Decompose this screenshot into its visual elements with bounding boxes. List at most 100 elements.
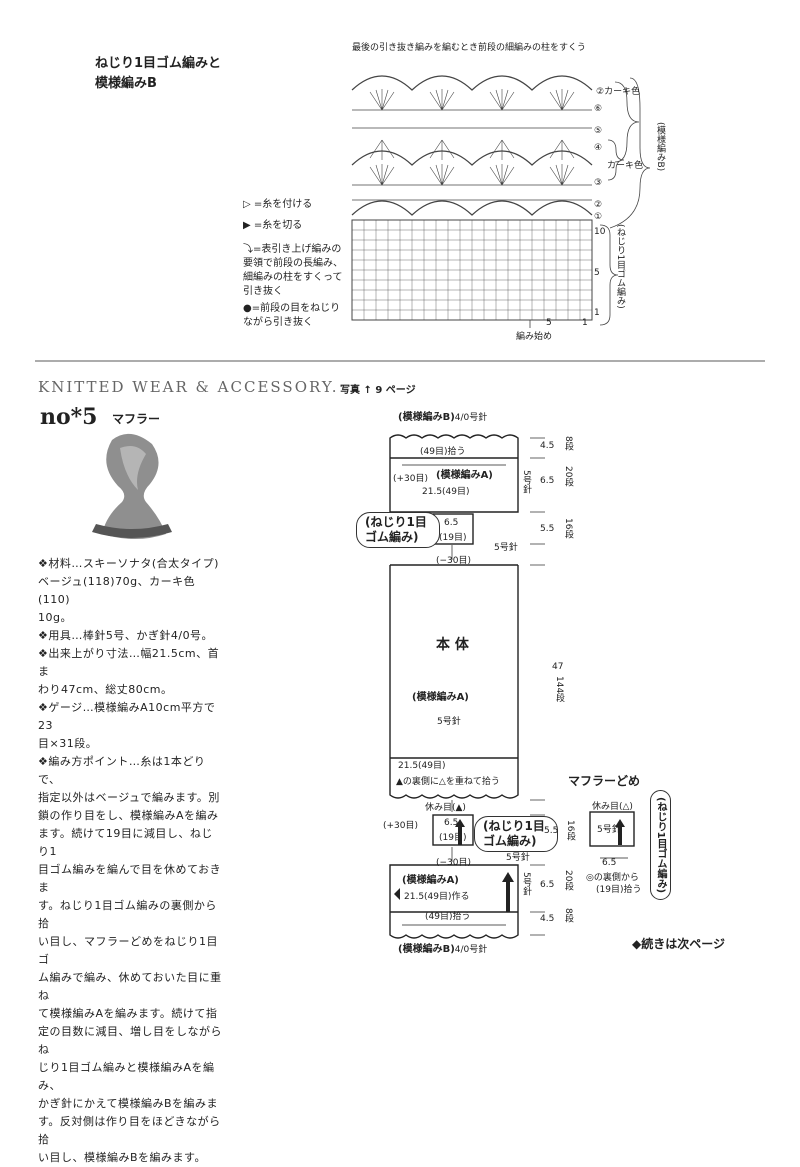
instr-line: す。ねじり1目ゴム編みの裏側から拾 (38, 899, 217, 930)
dot-icon: ● (243, 303, 252, 314)
plus-30-top: (+30目) (393, 474, 429, 484)
w65-top: 6.5 (444, 518, 459, 528)
dim-45-top: 4.5 (540, 441, 555, 451)
minus-30-top: (−30目) (436, 556, 472, 566)
w65-bottom: 6.5 (444, 818, 459, 828)
row-num-6: ⑥ (594, 104, 603, 114)
width-top: 21.5(49目) (422, 487, 470, 497)
photo-reference: 写真 ↑ 9 ページ (340, 385, 416, 396)
khaki-color-label-2: カーキ色 (607, 161, 644, 171)
pattern-b-vertical-label: (模様編みB) (655, 122, 665, 172)
dim-45-bottom: 4.5 (540, 914, 555, 924)
dim-47: 47 (552, 662, 564, 672)
chart-title-line1: ねじり1目ゴム編みと (95, 56, 222, 71)
attach-yarn-icon: ▷ (243, 199, 251, 210)
legend-front-post-text: =表引き上げ編みの要領で前段の長編み、細編みの柱をすくって引き抜く (243, 244, 343, 297)
instr-line: 鎖の作り目をし、模様編みAを編み (38, 809, 219, 822)
pattern-a-bottom: (模様編みA) (402, 875, 459, 886)
instr-line: 目×31段。 (38, 737, 98, 750)
needle-rib-bottom: 5号針 (506, 853, 530, 863)
instr-line: い目し、マフラーどめをねじり1目ゴ (38, 935, 218, 966)
dim-144-rows: 144段 (554, 676, 564, 703)
legend-cut-text: =糸を切る (253, 220, 303, 231)
row-num-4: ④ (594, 143, 603, 153)
overlap-note: ▲の裏側に△を重ねて拾う (396, 777, 500, 787)
body-pattern: (模様編みA) (412, 692, 469, 703)
pattern-a-top: (模様編みA) (436, 470, 493, 481)
dim-55-top: 5.5 (540, 524, 555, 534)
body-needle: 5号針 (437, 717, 461, 727)
instr-line: わり47cm、総丈80cm。 (38, 683, 173, 696)
dim-55-bottom: 5.5 (544, 826, 559, 836)
needle-rib-top: 5号針 (494, 543, 518, 553)
instr-line: ム編みで編み、休めておいた目に重ね (38, 971, 222, 1002)
instr-line: ベージュ(118)70g、カーキ色(110) (38, 575, 196, 606)
needle-top: 5号針 (521, 470, 531, 494)
pick-19: (19目)拾う (596, 885, 642, 895)
start-label: 編み始め (516, 332, 553, 342)
dim-65-top: 6.5 (540, 476, 555, 486)
instr-line: ❖材料…スキーソナタ(合太タイプ) (38, 557, 219, 570)
brand-header: KNITTED WEAR & ACCESSORY. (38, 378, 339, 396)
row-num-5: ⑤ (594, 126, 603, 136)
minus-30-bottom: (−30目) (436, 858, 472, 868)
scarf-photo (92, 433, 172, 539)
stopper-title: マフラーどめ (568, 774, 641, 788)
legend-attach-yarn: ▷ =糸を付ける (243, 195, 312, 210)
khaki-color-label-1: ②カーキ色 (596, 87, 641, 97)
pick-49: (49目)拾う (420, 447, 466, 457)
row-num-1: ① (594, 212, 603, 222)
chart-title-line2: 模様編みB (95, 76, 157, 91)
instructions-block: ❖材料…スキーソナタ(合太タイプ) ベージュ(118)70g、カーキ色(110)… (38, 555, 223, 1167)
instr-line: ❖ゲージ…模様編みA10cm平方で23 (38, 701, 216, 732)
top-pattern-b: (模様編みB)4/0号針 (398, 412, 488, 423)
legend-twist-text: =前段の目をねじりながら引き抜く (243, 303, 341, 328)
dim-8-rows-bottom: 8段 (563, 908, 573, 923)
rib-vertical-label: (ねじり1目ゴム編み) (615, 224, 625, 309)
make-49: 21.5(49目)作る (404, 892, 470, 902)
stopper-width: 6.5 (602, 858, 617, 868)
item-name: マフラー (112, 412, 161, 426)
legend-attach-text: =糸を付ける (253, 199, 313, 210)
rest-a: 休み目(▲) (425, 803, 466, 813)
body-title: 本 体 (436, 637, 469, 653)
instr-line: 指定以外はベージュで編みます。別 (38, 791, 220, 804)
instr-line: い目し、模様編みBを編みます。 (38, 1151, 206, 1164)
rib-col-5: 5 (546, 318, 552, 328)
instr-line: ます。続けて19目に減目し、ねじり1 (38, 827, 213, 858)
row-num-3: ③ (594, 178, 603, 188)
instr-line: ❖用具…棒針5号、かぎ針4/0号。 (38, 629, 214, 642)
stopper-needle: 5号針 (597, 825, 621, 835)
rib-row-10: 10 (594, 227, 606, 237)
dim-20-rows-top: 20段 (563, 466, 573, 487)
chart-note: 最後の引き抜き編みを編むとき前段の細編みの柱をすくう (352, 43, 586, 53)
row-num-2: ② (594, 200, 603, 210)
stopper-rib-label: (ねじり1目ゴム編み) (650, 790, 671, 901)
from-back: ◎の裏側から (586, 873, 639, 883)
st19-top: (19目) (439, 533, 467, 543)
cut-yarn-icon: ▶ (243, 220, 251, 231)
legend-front-post: ⤵=表引き上げ編みの要領で前段の長編み、細編みの柱をすくって引き抜く (243, 243, 346, 299)
continued-next-page[interactable]: ◆続きは次ページ (632, 937, 725, 951)
dim-16-rows-bottom: 16段 (565, 820, 575, 841)
item-number: no*5 (40, 404, 98, 430)
instr-line: じり1目ゴム編みと模様編みAを編み、 (38, 1061, 215, 1092)
rib-row-1: 1 (594, 308, 600, 318)
dim-65-bottom: 6.5 (540, 880, 555, 890)
instr-line: て模様編みAを編みます。続けて指 (38, 1007, 218, 1020)
bottom-pattern-b: (模様編みB)4/0号針 (398, 944, 488, 955)
dim-20-rows-bottom: 20段 (563, 870, 573, 891)
rest-b: 休み目(△) (592, 802, 633, 812)
dim-8-rows-top: 8段 (563, 436, 573, 451)
instr-line: す。反対側は作り目をほどきながら拾 (38, 1115, 221, 1146)
dim-16-rows-top: 16段 (563, 518, 573, 539)
stitch-chart (35, 75, 765, 939)
rib-col-1: 1 (582, 318, 588, 328)
instr-line: 目ゴム編みを編んで目を休めておきま (38, 863, 222, 894)
pick-49-bottom: (49目)拾う (425, 912, 471, 922)
needle-bottom: 5号針 (521, 872, 531, 896)
instr-line: かぎ針にかえて模様編みBを編みま (38, 1097, 218, 1110)
instr-line: ❖編み方ポイント…糸は1本どりで、 (38, 755, 206, 786)
legend-cut-yarn: ▶ =糸を切る (243, 216, 302, 231)
width-mid: 21.5(49目) (398, 761, 446, 771)
